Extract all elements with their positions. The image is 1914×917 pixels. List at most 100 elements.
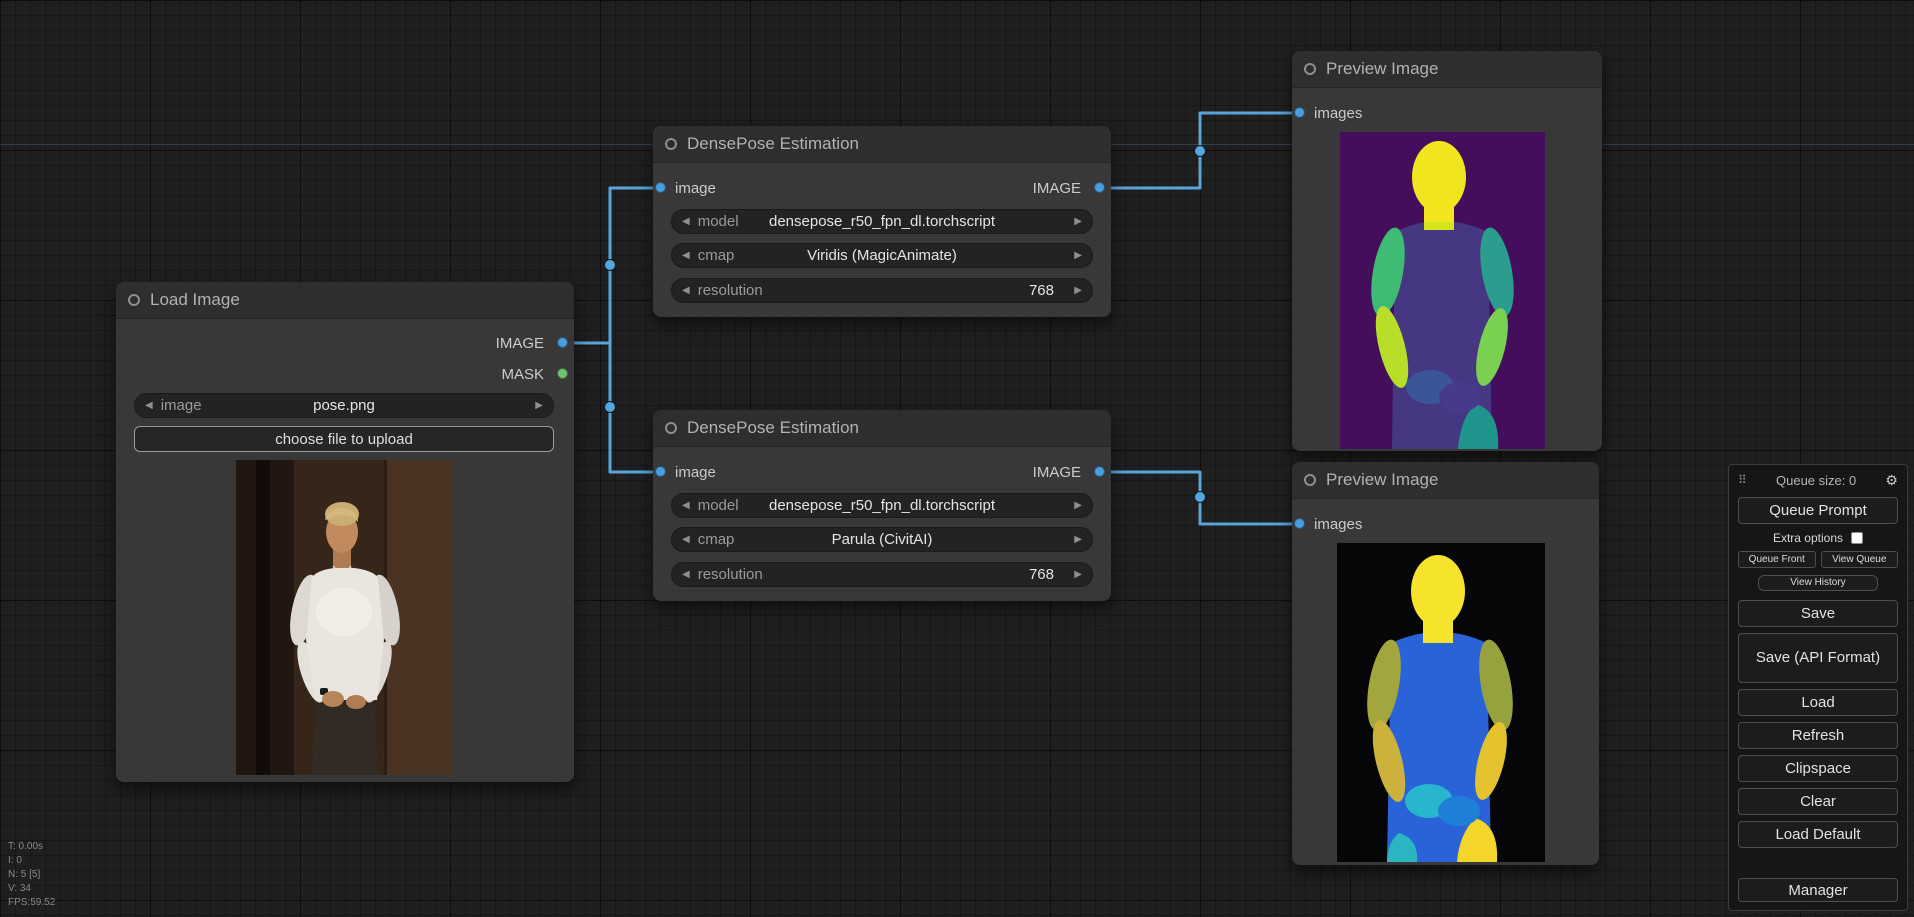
loaded-image-preview: [236, 460, 453, 775]
widget-label: resolution: [697, 566, 763, 583]
arrow-right-icon[interactable]: ▶: [535, 399, 543, 411]
node-title-bar[interactable]: Preview Image: [1292, 51, 1602, 88]
link-midpoint-dot: [604, 401, 616, 413]
arrow-right-icon[interactable]: ▶: [1074, 215, 1082, 227]
widget-label: resolution: [697, 282, 763, 299]
arrow-left-icon[interactable]: ◀: [682, 215, 690, 227]
arrow-right-icon[interactable]: ▶: [1074, 533, 1082, 545]
arrow-left-icon[interactable]: ◀: [145, 399, 153, 411]
input-slot-dot-images[interactable]: [1294, 107, 1305, 118]
node-densepose-1[interactable]: DensePose Estimation image IMAGE ◀ model…: [653, 126, 1111, 317]
stat-time: T: 0.00s: [8, 841, 44, 852]
queue-buttons-row: Queue Front View Queue: [1738, 551, 1898, 568]
view-history-button[interactable]: View History: [1758, 574, 1878, 591]
link-midpoint-dot: [1194, 145, 1206, 157]
clipspace-button[interactable]: Clipspace: [1738, 754, 1898, 782]
node-title-bar[interactable]: Load Image: [116, 282, 574, 319]
widget-model[interactable]: ◀ model densepose_r50_fpn_dl.torchscript…: [671, 493, 1093, 518]
perf-stats: T: 0.00s I: 0 N: 5 [5] V: 34 FPS:59.52: [8, 840, 55, 910]
input-slot-label-image: image: [675, 464, 716, 481]
node-load-image[interactable]: Load Image IMAGE MASK ◀ image pose.png ▶…: [116, 282, 574, 782]
arrow-left-icon[interactable]: ◀: [682, 284, 690, 296]
arrow-right-icon[interactable]: ▶: [1074, 249, 1082, 261]
load-default-button[interactable]: Load Default: [1738, 820, 1898, 848]
widget-value: Parula (CivitAI): [831, 531, 933, 548]
load-button[interactable]: Load: [1738, 688, 1898, 716]
node-title: DensePose Estimation: [687, 134, 859, 153]
arrow-left-icon[interactable]: ◀: [682, 533, 690, 545]
link-midpoint-dot: [1194, 491, 1206, 503]
photo-man-white-shirt: [236, 460, 453, 775]
preview-image-viridis: [1340, 132, 1545, 449]
extra-options-row: Extra options: [1738, 529, 1898, 547]
stat-fps: FPS:59.52: [8, 897, 56, 908]
node-title-bar[interactable]: DensePose Estimation: [653, 410, 1111, 447]
input-slot-dot-image[interactable]: [655, 182, 666, 193]
node-collapse-dot[interactable]: [1304, 63, 1316, 75]
arrow-right-icon[interactable]: ▶: [1074, 568, 1082, 580]
node-densepose-2[interactable]: DensePose Estimation image IMAGE ◀ model…: [653, 410, 1111, 601]
gear-icon[interactable]: ⚙: [1885, 471, 1898, 488]
view-queue-button[interactable]: View Queue: [1820, 551, 1898, 568]
save-button[interactable]: Save: [1738, 599, 1898, 627]
arrow-right-icon[interactable]: ▶: [1074, 284, 1082, 296]
widget-label: model: [697, 497, 739, 514]
drag-handle-icon[interactable]: ⠿: [1738, 473, 1747, 487]
output-slot-dot-image[interactable]: [557, 337, 568, 348]
node-title-bar[interactable]: DensePose Estimation: [653, 126, 1111, 163]
link-loadimage-densepose1: [562, 186, 660, 345]
input-slot-label-images: images: [1314, 516, 1363, 533]
choose-file-button[interactable]: choose file to upload: [134, 426, 554, 452]
node-collapse-dot[interactable]: [1304, 474, 1316, 486]
stat-version: V: 34: [8, 883, 31, 894]
widget-resolution[interactable]: ◀ resolution 768 ▶: [671, 562, 1093, 587]
output-slot-label-image: IMAGE: [1032, 464, 1081, 481]
output-slot-label-mask: MASK: [501, 366, 544, 383]
output-slot-dot-image[interactable]: [1094, 466, 1105, 477]
widget-value: 768: [1028, 282, 1054, 299]
widget-resolution[interactable]: ◀ resolution 768 ▶: [671, 278, 1093, 303]
link-densepose2-preview2: [1099, 470, 1299, 526]
manager-button[interactable]: Manager: [1738, 878, 1898, 902]
widget-model[interactable]: ◀ model densepose_r50_fpn_dl.torchscript…: [671, 209, 1093, 234]
node-collapse-dot[interactable]: [665, 422, 677, 434]
output-slot-dot-mask[interactable]: [557, 368, 568, 379]
clear-button[interactable]: Clear: [1738, 787, 1898, 815]
refresh-button[interactable]: Refresh: [1738, 721, 1898, 749]
widget-image-combo[interactable]: ◀ image pose.png ▶: [134, 393, 554, 418]
widget-value: Viridis (MagicAnimate): [807, 247, 957, 264]
widget-label: cmap: [697, 531, 735, 548]
stat-iterations: I: 0: [8, 855, 22, 866]
link-loadimage-densepose2: [562, 341, 660, 474]
arrow-left-icon[interactable]: ◀: [682, 568, 690, 580]
extra-options-checkbox[interactable]: [1851, 532, 1864, 544]
link-densepose1-preview1: [1099, 111, 1299, 190]
save-api-format-button[interactable]: Save (API Format): [1738, 632, 1898, 683]
arrow-right-icon[interactable]: ▶: [1074, 499, 1082, 511]
output-slot-label-image: IMAGE: [495, 335, 544, 352]
node-preview-image-2[interactable]: Preview Image images: [1292, 462, 1599, 865]
arrow-left-icon[interactable]: ◀: [682, 499, 690, 511]
menu-spacer: [1738, 851, 1898, 876]
node-preview-image-1[interactable]: Preview Image images: [1292, 51, 1602, 451]
output-slot-dot-image[interactable]: [1094, 182, 1105, 193]
node-collapse-dot[interactable]: [665, 138, 677, 150]
widget-value: densepose_r50_fpn_dl.torchscript: [769, 497, 995, 514]
input-slot-dot-images[interactable]: [1294, 518, 1305, 529]
widget-cmap[interactable]: ◀ cmap Viridis (MagicAnimate) ▶: [671, 243, 1093, 268]
queue-front-button[interactable]: Queue Front: [1738, 551, 1816, 568]
input-slot-label-image: image: [675, 180, 716, 197]
link-midpoint-dot: [604, 259, 616, 271]
arrow-left-icon[interactable]: ◀: [682, 249, 690, 261]
queue-prompt-button[interactable]: Queue Prompt: [1738, 497, 1898, 524]
node-collapse-dot[interactable]: [128, 294, 140, 306]
widget-cmap[interactable]: ◀ cmap Parula (CivitAI) ▶: [671, 527, 1093, 552]
densepose-parula-figure: [1337, 543, 1545, 862]
queue-size-label: Queue size: 0: [1776, 472, 1857, 488]
densepose-viridis-figure: [1340, 132, 1545, 449]
input-slot-label-images: images: [1314, 105, 1363, 122]
node-title-bar[interactable]: Preview Image: [1292, 462, 1599, 499]
menu-header: ⠿ Queue size: 0 ⚙: [1738, 469, 1898, 491]
input-slot-dot-image[interactable]: [655, 466, 666, 477]
